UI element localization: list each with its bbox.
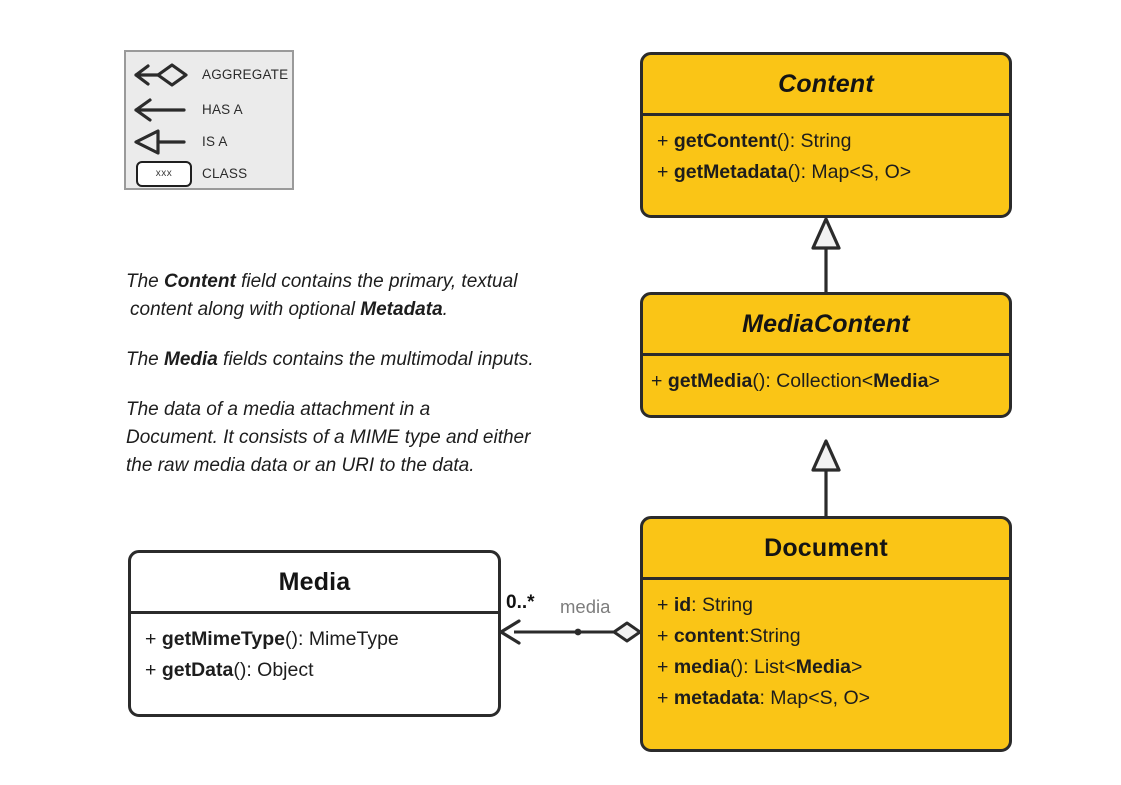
aggregate-arrow-diamond-icon [126,61,202,89]
class-member: + id: String [657,590,1009,621]
generalization-mediacontent-to-content [811,217,841,292]
class-member: + getData(): Object [145,655,498,686]
generalization-document-to-mediacontent [811,439,841,516]
member-type: List< [754,656,796,678]
class-separator [643,353,1009,356]
note-line: The data of a media attachment in a [126,399,431,420]
uml-class-content[interactable]: Content + getContent(): String + getMeta… [640,52,1012,218]
member-suffix: (): [284,628,309,650]
member-visibility: + [657,594,669,616]
class-box-icon: xxx [126,160,202,187]
is-a-triangle-arrow-icon [126,128,202,156]
class-member: + getMimeType(): MimeType [145,624,498,655]
note-line: content along with optional Metadata. [130,299,448,320]
class-title: Document [764,533,888,562]
member-name: getMetadata [673,161,788,183]
member-visibility: + [657,625,669,647]
legend-box: AGGREGATE HAS A IS A xxx [124,50,294,190]
member-type: String [702,594,753,616]
legend-item-has-a: HAS A [126,92,292,127]
member-type: MimeType [308,628,399,650]
member-suffix: : [759,687,771,709]
member-type: String [800,130,852,152]
member-name: getMimeType [161,628,285,650]
class-member: + metadata: Map<S, O> [657,683,1009,714]
note-line: Document. It consists of a MIME type and… [126,427,531,448]
member-visibility: + [657,161,669,183]
has-a-arrow-icon [126,97,202,123]
member-visibility: + [145,659,157,681]
note-paragraph-2: The Media fields contains the multimodal… [126,346,646,374]
aggregation-role-label: media [560,596,611,617]
uml-class-media[interactable]: Media + getMimeType(): MimeType + getDat… [128,550,501,717]
member-type: Collection< [776,370,874,392]
member-suffix: (): [233,659,258,681]
class-separator [643,113,1009,116]
member-name: metadata [673,687,760,709]
legend-item-label: CLASS [202,166,248,181]
class-title: MediaContent [742,309,910,338]
class-member: + getMetadata(): Map<S, O> [657,157,1009,188]
class-members: + id: String + content:String + media():… [643,580,1009,724]
member-type-tail: > [851,656,863,678]
member-type: String [749,625,801,647]
member-suffix: : [744,625,750,647]
member-visibility: + [657,656,669,678]
member-visibility: + [145,628,157,650]
member-name: getData [161,659,234,681]
aggregation-multiplicity-label: 0..* [506,592,535,613]
class-members: + getMedia(): Collection<Media> [643,356,1009,407]
legend-item-class: xxx CLASS [126,156,292,191]
class-members: + getMimeType(): MimeType + getData(): O… [131,614,498,696]
legend-item-label: IS A [202,134,228,149]
note-paragraph-1: The Content field contains the primary, … [126,268,646,324]
class-member: + media(): List<Media> [657,652,1009,683]
class-separator [131,611,498,614]
member-type-bold: Media [795,656,851,678]
note-line: The Content field contains the primary, … [126,271,518,292]
uml-class-document[interactable]: Document + id: String + content:String +… [640,516,1012,752]
member-name: content [673,625,745,647]
member-name: media [673,656,731,678]
explanatory-notes: The Content field contains the primary, … [126,268,646,480]
class-separator [643,577,1009,580]
class-member: + content:String [657,621,1009,652]
legend-item-is-a: IS A [126,124,292,159]
class-box-icon-text: xxx [155,168,173,179]
legend-item-label: AGGREGATE [202,67,289,82]
member-type-tail: > [928,370,940,392]
member-visibility: + [651,370,663,392]
class-title: Content [778,69,874,98]
member-suffix: (): [752,370,777,392]
note-line: the raw media data or an URI to the data… [126,455,475,476]
member-suffix: : [691,594,702,616]
member-suffix: (): [776,130,801,152]
aggregation-document-to-media [499,619,642,645]
member-name: getContent [673,130,777,152]
class-member: + getMedia(): Collection<Media> [651,366,1009,397]
class-title: Media [278,567,351,596]
legend-item-aggregate: AGGREGATE [126,57,292,92]
member-visibility: + [657,687,669,709]
class-members: + getContent(): String + getMetadata(): … [643,116,1009,198]
note-paragraph-3: The data of a media attachment in a Docu… [126,396,646,480]
member-name: getMedia [667,370,753,392]
legend-item-label: HAS A [202,102,243,117]
class-member: + getContent(): String [657,126,1009,157]
member-suffix: (): [730,656,754,678]
member-type: Object [257,659,314,681]
member-suffix: (): [787,161,812,183]
note-line: The Media fields contains the multimodal… [126,349,534,370]
member-name: id [673,594,692,616]
member-type-bold: Media [873,370,929,392]
member-type: Map<S, O> [770,687,870,709]
member-type: Map<S, O> [811,161,912,183]
member-visibility: + [657,130,669,152]
uml-class-mediacontent[interactable]: MediaContent + getMedia(): Collection<Me… [640,292,1012,418]
